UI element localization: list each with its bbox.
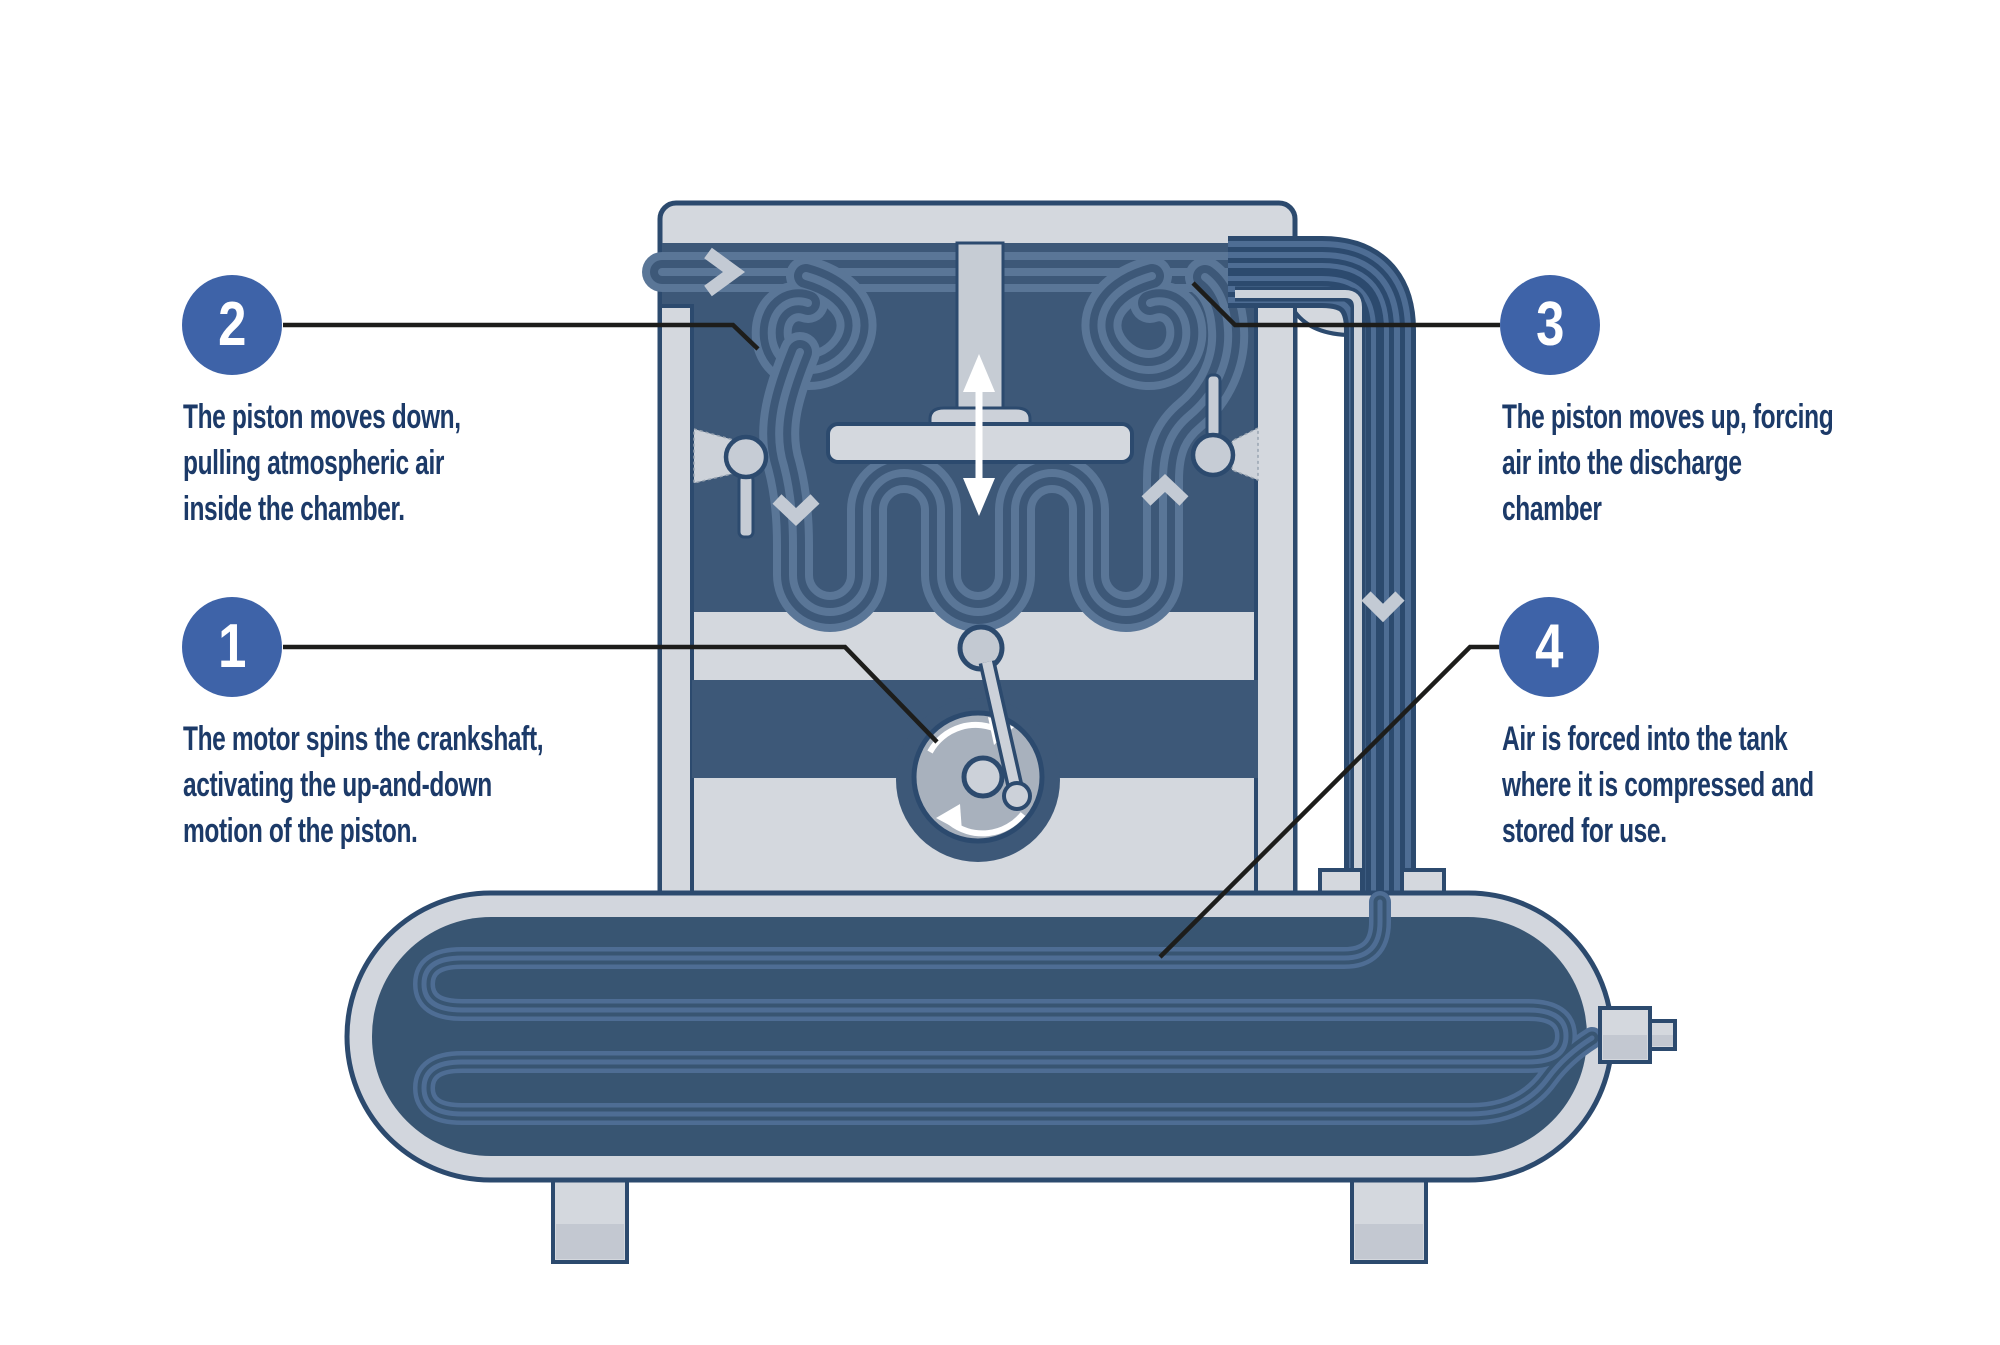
piston-assembly xyxy=(826,241,1134,516)
callout-badge-4: 4 xyxy=(1499,597,1599,697)
intake-valve-head xyxy=(723,434,769,480)
pipe-down-arrow-icon xyxy=(1361,591,1405,623)
down-arrow-icon xyxy=(772,494,820,526)
callout-number-2: 2 xyxy=(217,290,247,359)
callout-text-3: The piston moves up, forcing air into th… xyxy=(1502,398,1834,528)
leader-line-3 xyxy=(1191,281,1500,328)
callout-badge-3: 3 xyxy=(1500,275,1600,375)
tank-outlet-fitting xyxy=(1598,1006,1677,1064)
pump-body xyxy=(642,200,1298,916)
tank-coil xyxy=(412,891,1603,1125)
air-tank xyxy=(344,890,1677,1264)
crank-pin xyxy=(1002,781,1032,811)
intake-valve xyxy=(693,428,769,539)
lower-flow-train xyxy=(759,257,1249,632)
callout-badge-1: 1 xyxy=(182,597,282,697)
tank-feet xyxy=(551,1168,1428,1264)
exhaust-valve-stem xyxy=(1205,373,1222,439)
pipe-inner-stripe xyxy=(1235,290,1362,930)
left-cylinder-wall xyxy=(658,304,694,915)
leader-line-1 xyxy=(283,644,939,744)
exhaust-valve xyxy=(1190,373,1259,482)
tank-foot-left-shade xyxy=(556,1224,624,1259)
right-cylinder-wall xyxy=(1254,304,1297,915)
intake-valve-stem xyxy=(737,473,755,539)
callout-badge-2: 2 xyxy=(182,275,282,375)
tank-foot-right-shade xyxy=(1355,1224,1423,1259)
crank-hub xyxy=(961,755,1005,799)
callout-text-2: The piston moves down, pulling atmospher… xyxy=(183,398,461,528)
leader-lines xyxy=(283,281,1500,959)
leader-line-2 xyxy=(283,322,760,351)
callout-text-4: Air is forced into the tank where it is … xyxy=(1502,720,1814,850)
up-arrow-icon xyxy=(1141,474,1189,506)
up-down-arrow-icon xyxy=(963,354,995,516)
callout-number-1: 1 xyxy=(217,612,247,681)
right-flow-curl xyxy=(1081,256,1207,390)
exhaust-valve-head xyxy=(1190,432,1236,478)
callout-number-3: 3 xyxy=(1535,290,1565,359)
callout-text-1: The motor spins the crankshaft, activati… xyxy=(183,720,544,850)
leader-line-4 xyxy=(1158,644,1500,959)
air-flow-paths xyxy=(642,252,1260,632)
callout-number-4: 4 xyxy=(1534,612,1564,681)
tank-interior xyxy=(372,917,1587,1156)
connecting-rod xyxy=(982,660,1022,797)
intake-arrow-icon xyxy=(704,247,746,297)
